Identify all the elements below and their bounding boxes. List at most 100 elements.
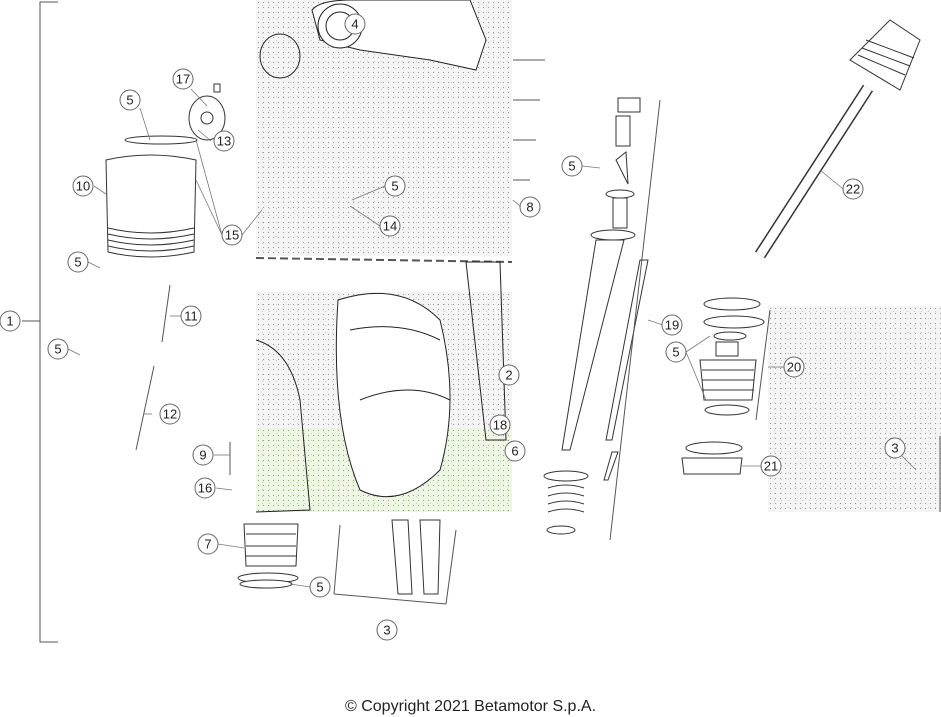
copyright-text: © Copyright 2021 Betamotor S.p.A. — [344, 698, 597, 715]
callout-number: 14 — [383, 219, 397, 234]
callout-number: 5 — [672, 345, 679, 360]
callout-circle — [376, 619, 398, 641]
callout-number: 4 — [351, 17, 358, 32]
callout-circle — [172, 68, 194, 90]
callout-number: 9 — [199, 448, 206, 463]
callout-circle — [519, 196, 541, 218]
callout-number: 11 — [184, 309, 198, 324]
callout-number: 2 — [505, 368, 512, 383]
callout-5: 5 — [119, 89, 141, 111]
callout-number: 8 — [526, 200, 533, 215]
callout-circle — [159, 403, 181, 425]
airbox-parts — [255, 0, 507, 513]
callout-circle — [379, 215, 401, 237]
callout-number: 5 — [126, 93, 133, 108]
callout-circle — [561, 155, 583, 177]
callout-circle — [384, 175, 406, 197]
damper-tube — [543, 97, 649, 535]
sleeve-part — [105, 135, 198, 258]
callout-5: 5 — [67, 251, 89, 273]
callout-circle — [0, 310, 21, 332]
callout-circle — [884, 437, 906, 459]
callout-number: 22 — [846, 182, 860, 197]
callout-14: 14 — [379, 215, 401, 237]
callout-circle — [72, 175, 94, 197]
callout-number: 21 — [764, 459, 778, 474]
callout-circle — [194, 477, 216, 499]
callout-number: 19 — [665, 318, 679, 333]
callout-circle — [221, 224, 243, 246]
callout-circle — [665, 341, 687, 363]
callout-2: 2 — [498, 364, 520, 386]
callout-number: 13 — [217, 134, 231, 149]
callout-circle — [119, 89, 141, 111]
callout-5: 5 — [384, 175, 406, 197]
noise-panel-right — [768, 306, 941, 512]
callout-number: 12 — [163, 407, 177, 422]
callout-15: 15 — [221, 224, 243, 246]
callout-circle — [498, 364, 520, 386]
callout-1: 1 — [0, 310, 21, 332]
fork-rod — [754, 19, 921, 259]
callout-circle — [309, 576, 331, 598]
callout-circle — [842, 178, 864, 200]
callout-number: 17 — [176, 72, 190, 87]
callout-number: 7 — [204, 537, 211, 552]
callout-8: 8 — [519, 196, 541, 218]
callout-circle — [661, 314, 683, 336]
callout-number: 5 — [391, 179, 398, 194]
callout-circle — [47, 338, 69, 360]
callout-11: 11 — [180, 305, 202, 327]
callout-labels: 1233455555556789101112131415161718192021… — [0, 13, 906, 641]
callout-12: 12 — [159, 403, 181, 425]
callout-circle — [504, 440, 526, 462]
callout-4: 4 — [344, 13, 366, 35]
callout-18: 18 — [489, 414, 511, 436]
callout-10: 10 — [72, 175, 94, 197]
callout-number: 3 — [891, 441, 898, 456]
callout-9: 9 — [192, 444, 214, 466]
callout-circle — [783, 356, 805, 378]
callout-number: 5 — [316, 580, 323, 595]
callout-22: 22 — [842, 178, 864, 200]
callout-circle — [489, 414, 511, 436]
assembly-bracket — [39, 1, 58, 643]
seal-stack — [681, 297, 765, 475]
bushing-part — [188, 83, 226, 141]
callout-number: 16 — [198, 481, 212, 496]
callout-16: 16 — [194, 477, 216, 499]
callout-21: 21 — [760, 455, 782, 477]
callout-circle — [180, 305, 202, 327]
callout-number: 15 — [225, 228, 239, 243]
callout-circle — [192, 444, 214, 466]
callout-circle — [213, 130, 235, 152]
callout-circle — [67, 251, 89, 273]
callout-circle — [760, 455, 782, 477]
callout-5: 5 — [561, 155, 583, 177]
callout-number: 10 — [76, 179, 90, 194]
callout-5: 5 — [47, 338, 69, 360]
callout-3: 3 — [376, 619, 398, 641]
callout-5: 5 — [309, 576, 331, 598]
callout-13: 13 — [213, 130, 235, 152]
callout-20: 20 — [783, 356, 805, 378]
callout-3: 3 — [884, 437, 906, 459]
callout-7: 7 — [197, 533, 219, 555]
callout-number: 5 — [568, 159, 575, 174]
bottom-assembly — [237, 519, 441, 595]
callout-19: 19 — [661, 314, 683, 336]
callout-number: 5 — [54, 342, 61, 357]
callout-6: 6 — [504, 440, 526, 462]
callout-number: 5 — [74, 255, 81, 270]
callout-17: 17 — [172, 68, 194, 90]
callout-number: 1 — [6, 314, 13, 329]
callout-5: 5 — [665, 341, 687, 363]
callout-circle — [197, 533, 219, 555]
callout-number: 18 — [493, 418, 507, 433]
callout-number: 20 — [787, 360, 801, 375]
callout-circle — [344, 13, 366, 35]
callout-number: 3 — [383, 623, 390, 638]
callout-number: 6 — [511, 444, 518, 459]
